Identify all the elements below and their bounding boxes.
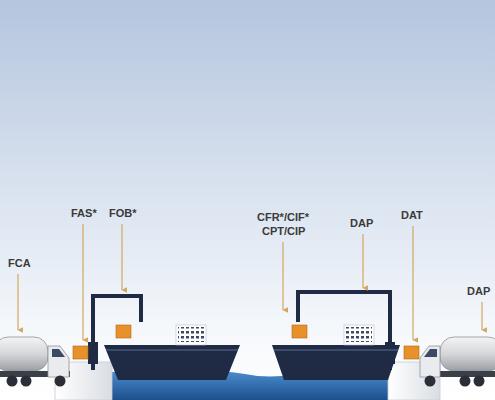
cargo-box (292, 325, 307, 338)
leader-arrows (18, 224, 482, 340)
cargo-box (116, 325, 131, 338)
tanker-truck-left (0, 337, 70, 387)
incoterm-label: FCA (8, 257, 31, 270)
incoterm-label: FAS* (71, 207, 97, 220)
cargo-box (73, 346, 88, 359)
ship-right-hull (272, 345, 400, 380)
crane-left-base (88, 342, 98, 364)
cargo-box (404, 346, 419, 359)
incoterm-label: FOB* (109, 207, 137, 220)
incoterm-label: CPT/CIP (262, 225, 305, 238)
ship-right-windows (346, 327, 372, 342)
ship-left-hull (104, 345, 240, 380)
tanker-truck-right (420, 337, 495, 387)
ship-right-bridge (344, 325, 374, 345)
ship-left-bridge (176, 325, 206, 345)
ship-left-windows (178, 327, 204, 342)
incoterm-label: DAP (350, 217, 373, 230)
incoterm-label: CFR*/CIF* (257, 211, 309, 224)
incoterm-label: DAP (467, 285, 490, 298)
ship-right-deck (274, 349, 398, 351)
incoterm-label: DAT (401, 209, 423, 222)
ship-left-deck (106, 349, 238, 351)
